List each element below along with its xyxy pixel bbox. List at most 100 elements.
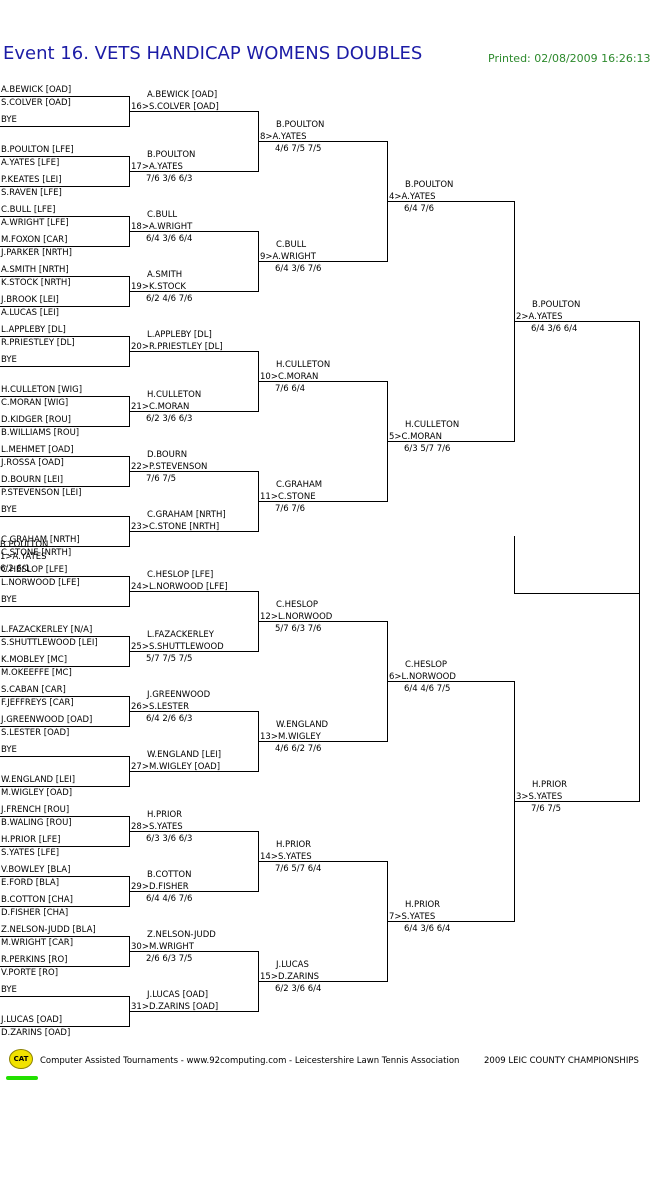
draw-entry-first: V.BOWLEY [BLA] (1, 864, 71, 875)
winner-second-player: 22>P.STEVENSON (131, 461, 208, 472)
draw-line (0, 936, 130, 937)
draw-line (0, 636, 130, 637)
draw-entry-first: S.CABAN [CAR] (1, 684, 66, 695)
winner-second-player: 17>A.YATES (131, 161, 183, 172)
round-line (387, 921, 515, 922)
winner-second-player: 29>D.FISHER (131, 881, 189, 892)
draw-entry-second: S.YATES [LFE] (1, 847, 60, 858)
draw-entry-second: M.WIGLEY [OAD] (1, 787, 73, 798)
round-line (129, 531, 259, 532)
draw-line (0, 426, 130, 427)
match-score: 4/6 6/2 7/6 (275, 743, 322, 754)
winner-second-player: 30>M.WRIGHT (131, 941, 194, 952)
draw-entry-second: S.RAVEN [LFE] (1, 187, 62, 198)
draw-entry-first: Z.NELSON-JUDD [BLA] (1, 924, 96, 935)
winner-first-player: B.POULTON (0, 539, 49, 550)
draw-entry-first: C.HESLOP [LFE] (1, 564, 68, 575)
draw-entry-first: R.PERKINS [RO] (1, 954, 68, 965)
draw-entry-first: J.FRENCH [ROU] (1, 804, 70, 815)
draw-line (0, 666, 130, 667)
winner-first-player: C.HESLOP [LFE] (147, 569, 214, 580)
match-score: 6/4 7/6 (404, 203, 435, 214)
draw-entry-first: A.SMITH [NRTH] (1, 264, 69, 275)
final-box-left (514, 536, 515, 594)
draw-entry-first: L.MEHMET [OAD] (1, 444, 74, 455)
round-line (129, 771, 259, 772)
winner-second-player: 27>M.WIGLEY [OAD] (131, 761, 221, 772)
round-line (258, 261, 388, 262)
draw-entry-second: S.LESTER [OAD] (1, 727, 70, 738)
winner-first-player: C.HESLOP (276, 599, 319, 610)
draw-line (0, 126, 130, 127)
winner-first-player: B.POULTON (532, 299, 581, 310)
draw-line (0, 816, 130, 817)
draw-line (0, 366, 130, 367)
winner-first-player: L.FAZACKERLEY (147, 629, 214, 640)
winner-first-player: B.POULTON (276, 119, 325, 130)
draw-entry-second: J.ROSSA [OAD] (1, 457, 64, 468)
winner-second-player: 13>M.WIGLEY (260, 731, 321, 742)
match-score: 6/4 3/6 6/4 (404, 923, 451, 934)
round-line (514, 801, 640, 802)
draw-entry-first: H.CULLETON [WIG] (1, 384, 83, 395)
draw-entry-first: B.COTTON [CHA] (1, 894, 73, 905)
winner-first-player: C.GRAHAM (276, 479, 323, 490)
draw-entry-first: H.PRIOR [LFE] (1, 834, 61, 845)
draw-entry-first: C.BULL [LFE] (1, 204, 56, 215)
winner-first-player: A.SMITH (147, 269, 183, 280)
draw-entry-second: B.WALING [ROU] (1, 817, 72, 828)
winner-second-player: 2>A.YATES (516, 311, 563, 322)
draw-line (0, 246, 130, 247)
round-line (129, 891, 259, 892)
draw-line (0, 846, 130, 847)
winner-second-player: 1>A.YATES (0, 551, 47, 562)
footer-credit: Computer Assisted Tournaments - www.92co… (40, 1056, 460, 1066)
round-line (129, 651, 259, 652)
draw-line (0, 486, 130, 487)
winner-first-player: L.APPLEBY [DL] (147, 329, 212, 340)
match-score: 2/6 6/3 7/5 (146, 953, 193, 964)
round-line (129, 171, 259, 172)
draw-entry-first: BYE (1, 504, 17, 515)
winner-first-player: J.LUCAS (276, 959, 309, 970)
match-score: 6/4 3/6 7/6 (275, 263, 322, 274)
winner-second-player: 3>S.YATES (516, 791, 563, 802)
round-line (129, 951, 259, 952)
match-score: 7/6 7/6 (275, 503, 306, 514)
match-score: 6/3 3/6 6/3 (146, 833, 193, 844)
winner-second-player: 31>D.ZARINS [OAD] (131, 1001, 219, 1012)
cat-logo-icon: CAT (9, 1049, 33, 1069)
winner-second-player: 12>L.NORWOOD (260, 611, 333, 622)
match-score: 6/2 3/6 6/3 (146, 413, 193, 424)
draw-entry-second: C.MORAN [WIG] (1, 397, 69, 408)
draw-entry-second: M.WRIGHT [CAR] (1, 937, 74, 948)
winner-first-player: C.BULL (276, 239, 307, 250)
round-line (258, 141, 388, 142)
draw-entry-second: L.NORWOOD [LFE] (1, 577, 80, 588)
draw-line (0, 606, 130, 607)
draw-line (0, 336, 130, 337)
draw-entry-first: BYE (1, 984, 17, 995)
draw-line (0, 996, 130, 997)
match-score: 6/3 5/7 7/6 (404, 443, 451, 454)
winner-first-player: J.GREENWOOD (147, 689, 211, 700)
draw-entry-first: M.FOXON [CAR] (1, 234, 68, 245)
draw-entry-first: BYE (1, 114, 17, 125)
winner-first-player: H.PRIOR (147, 809, 183, 820)
winner-second-player: 5>C.MORAN (389, 431, 442, 442)
winner-first-player: C.GRAHAM [NRTH] (147, 509, 226, 520)
round-line (387, 441, 515, 442)
round-line (129, 351, 259, 352)
match-score: 6/4 3/6 6/4 (531, 323, 578, 334)
round-line (258, 621, 388, 622)
round-line (129, 831, 259, 832)
draw-line (0, 456, 130, 457)
draw-entry-second: P.STEVENSON [LEI] (1, 487, 82, 498)
draw-line (0, 576, 130, 577)
draw-line (0, 306, 130, 307)
draw-entry-first: P.KEATES [LEI] (1, 174, 62, 185)
winner-first-player: J.LUCAS [OAD] (147, 989, 209, 1000)
round-line (129, 711, 259, 712)
draw-entry-second: S.SHUTTLEWOOD [LEI] (1, 637, 98, 648)
